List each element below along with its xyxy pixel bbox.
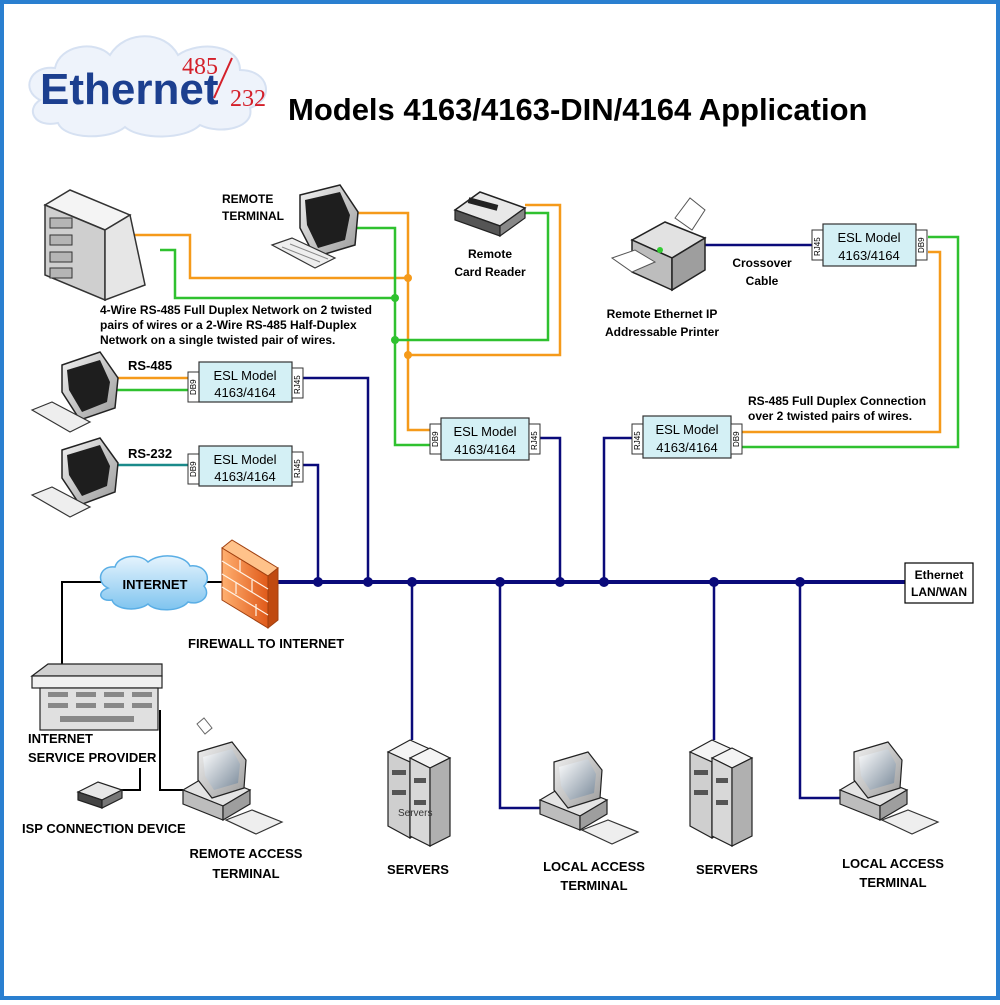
svg-text:RJ45: RJ45 [813, 237, 822, 256]
server-rack-icon [688, 739, 754, 847]
local-access-label-1a: LOCAL ACCESS [543, 859, 645, 874]
local-access-label-2a: LOCAL ACCESS [842, 856, 944, 871]
rs232-label: RS-232 [128, 446, 172, 461]
network-note-1: 4-Wire RS-485 Full Duplex Network on 2 t… [100, 303, 372, 317]
svg-text:ESL Model: ESL Model [213, 368, 276, 383]
wire-junctions [391, 274, 412, 359]
isp-label-1: INTERNET [28, 731, 93, 746]
desktop-computer-icon [838, 741, 940, 835]
svg-text:RJ45: RJ45 [293, 375, 302, 394]
computer-terminal-icon [270, 184, 359, 269]
servers-label-1: SERVERS [387, 862, 449, 877]
svg-text:4163/4164: 4163/4164 [656, 440, 717, 455]
svg-text:DB9: DB9 [189, 379, 198, 395]
svg-text:DB9: DB9 [732, 431, 741, 447]
card-reader-label-1: Remote [468, 247, 512, 261]
remote-terminal-label-1: REMOTE [222, 192, 273, 206]
cloud-icon [99, 555, 209, 611]
network-note-3: Network on a single twisted pair of wire… [100, 333, 335, 347]
svg-text:RJ45: RJ45 [530, 431, 539, 450]
logo: Ethernet 485 232 [28, 35, 267, 138]
printer-icon [610, 197, 707, 292]
svg-text:RJ45: RJ45 [633, 431, 642, 450]
ethernet-junctions [313, 577, 805, 587]
servers-overlay: Servers [398, 808, 432, 819]
svg-text:4163/4164: 4163/4164 [838, 248, 899, 263]
svg-text:ESL Model: ESL Model [655, 422, 718, 437]
local-access-label-2b: TERMINAL [859, 875, 926, 890]
computer-terminal-icon [30, 351, 119, 433]
wire-orange-reader [408, 203, 562, 357]
esl-box-1: DB9 RJ45 ESL Model 4163/4164 [187, 361, 304, 403]
ethernet-lan-box: Ethernet LAN/WAN [904, 562, 974, 604]
page-title: Models 4163/4163-DIN/4164 Application [288, 92, 867, 127]
local-access-label-1b: TERMINAL [560, 878, 627, 893]
svg-text:4163/4164: 4163/4164 [454, 442, 515, 457]
fd-note-1: RS-485 Full Duplex Connection [748, 394, 926, 408]
servers-label-2: SERVERS [696, 862, 758, 877]
internet-label: INTERNET [123, 577, 188, 592]
remote-access-label-2: TERMINAL [212, 866, 279, 881]
svg-text:ESL Model: ESL Model [453, 424, 516, 439]
card-reader-label-2: Card Reader [454, 265, 526, 279]
logo-cloud-icon [28, 35, 267, 138]
fd-note-2: over 2 twisted pairs of wires. [748, 409, 912, 423]
svg-text:RJ45: RJ45 [293, 459, 302, 478]
ethernet-lines [260, 376, 905, 810]
printer-label-1: Remote Ethernet IP [607, 307, 718, 321]
svg-text:LAN/WAN: LAN/WAN [911, 585, 967, 599]
wire-green-terminal [355, 226, 397, 298]
esl-box-5: RJ45 DB9 ESL Model 4163/4164 [811, 223, 928, 267]
card-reader-icon [453, 191, 527, 238]
svg-text:4163/4164: 4163/4164 [214, 385, 275, 400]
isp-rack-icon [30, 663, 163, 731]
svg-text:Ethernet: Ethernet [915, 568, 964, 582]
printer-label-2: Addressable Printer [605, 325, 719, 339]
wire-orange-server [130, 233, 430, 432]
server-rack-icon: Servers [386, 739, 452, 847]
server-tower-icon [43, 189, 146, 302]
firewall-label: FIREWALL TO INTERNET [188, 636, 344, 651]
wires [115, 203, 960, 467]
esl-box-2: DB9 RJ45 ESL Model 4163/4164 [187, 445, 304, 487]
firewall-icon [221, 539, 279, 630]
wire-fd-orange [742, 250, 942, 434]
desktop-computer-icon [538, 751, 640, 845]
remote-access-label-1: REMOTE ACCESS [190, 846, 303, 861]
svg-text:DB9: DB9 [917, 237, 926, 253]
desktop-computer-icon [181, 717, 284, 835]
isp-label-2: SERVICE PROVIDER [28, 750, 157, 765]
isp-device-label: ISP CONNECTION DEVICE [22, 821, 186, 836]
wire-green-server [160, 248, 430, 447]
wire-orange-terminal [355, 211, 410, 278]
esl-box-4: RJ45 DB9 ESL Model 4163/4164 [631, 415, 743, 459]
crossover-label-1: Crossover [732, 256, 792, 270]
modem-icon [76, 781, 124, 809]
rs485-label: RS-485 [128, 358, 172, 373]
computer-terminal-icon [30, 437, 119, 518]
esl-box-3: DB9 RJ45 ESL Model 4163/4164 [429, 417, 541, 461]
svg-text:4163/4164: 4163/4164 [214, 469, 275, 484]
logo-sub: 232 [230, 86, 266, 112]
svg-text:ESL Model: ESL Model [837, 230, 900, 245]
network-note-2: pairs of wires or a 2-Wire RS-485 Half-D… [100, 318, 357, 332]
svg-text:ESL Model: ESL Model [213, 452, 276, 467]
svg-text:DB9: DB9 [431, 431, 440, 447]
crossover-label-2: Cable [746, 274, 779, 288]
remote-terminal-label-2: TERMINAL [222, 209, 284, 223]
logo-main: Ethernet [40, 65, 219, 114]
wire-green-reader [395, 211, 550, 342]
wire-fd-green [742, 235, 960, 449]
logo-sup: 485 [182, 54, 218, 80]
svg-text:DB9: DB9 [189, 461, 198, 477]
